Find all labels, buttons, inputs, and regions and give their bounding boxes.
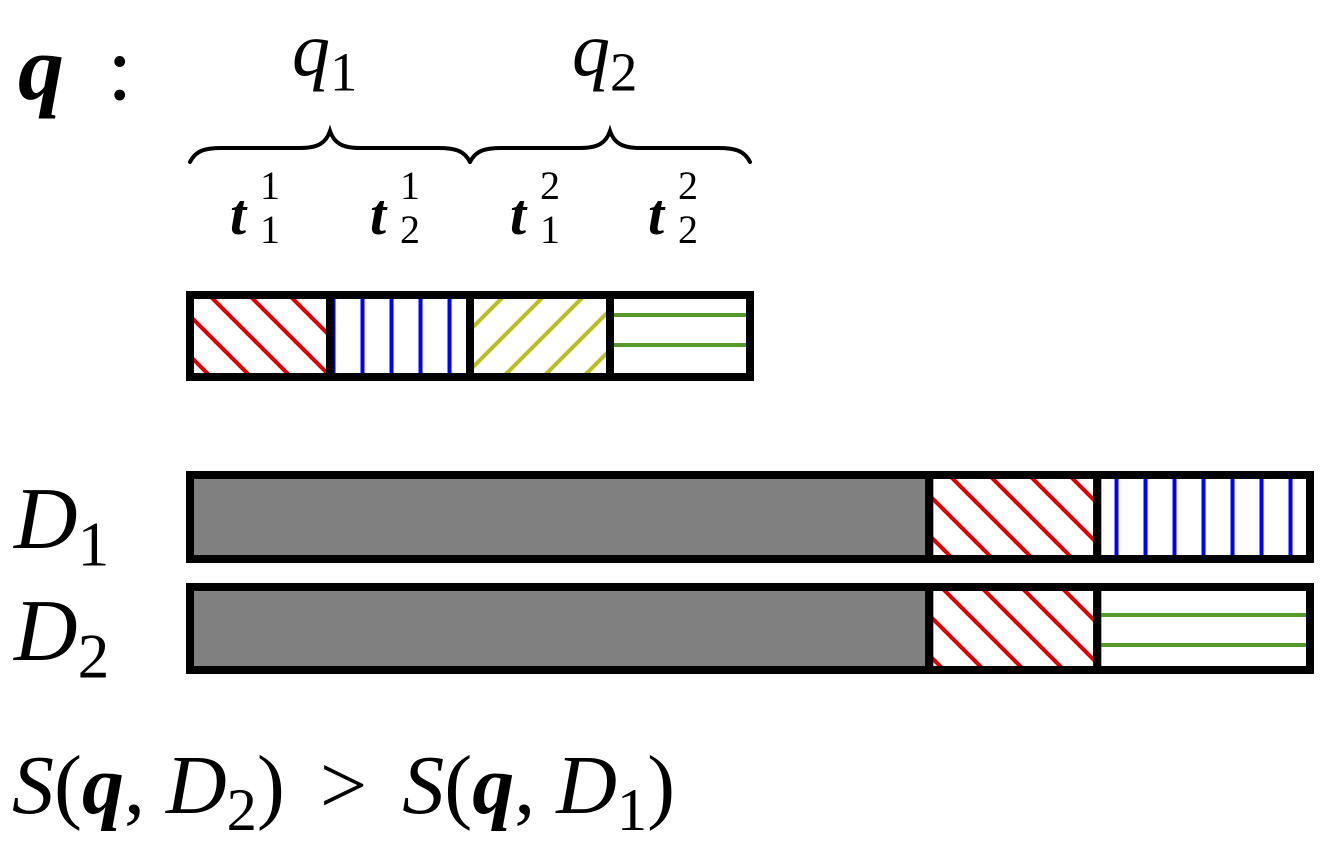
doc-label-index: 2 <box>77 621 110 692</box>
doc-lhs-index: 2 <box>226 776 257 844</box>
term-sup: 1 <box>400 163 420 208</box>
group-label-q2: q2 <box>572 12 637 100</box>
query-bar <box>186 291 754 381</box>
document-bars <box>186 471 1314 674</box>
brace-q2 <box>468 124 752 164</box>
score-fn-rhs: S <box>402 739 445 832</box>
group-label-base: q <box>572 8 610 92</box>
term-base: t <box>370 182 387 247</box>
doc-label-base: D <box>14 471 78 568</box>
doc2-term-segment-1 <box>925 583 1102 674</box>
term-base: t <box>230 182 247 247</box>
query-vector-rhs: q <box>472 739 515 832</box>
doc-rhs-index: 1 <box>616 776 648 844</box>
query-symbol: q <box>18 17 64 119</box>
query-term-cell-t2-2 <box>606 291 754 381</box>
term-sup: 2 <box>540 163 560 208</box>
group-label-index: 2 <box>610 41 638 103</box>
doc-label-index: 1 <box>77 509 110 580</box>
score-fn-lhs: S <box>12 739 54 832</box>
score-inequality: S(q, D2) > S(q, D1) <box>12 744 675 841</box>
term-sub: 2 <box>678 207 698 252</box>
query-symbol-row: q : <box>18 22 133 114</box>
query-term-cell-t1-1 <box>186 291 334 381</box>
query-colon: : <box>107 17 133 119</box>
term-sup: 1 <box>260 163 280 208</box>
paren-open: ( <box>444 739 473 832</box>
paren-close: ) <box>256 739 285 832</box>
doc2-term-segment-2 <box>1093 583 1314 674</box>
term-sup: 2 <box>678 163 698 208</box>
brace-q1 <box>188 124 472 164</box>
doc1-other-content-segment <box>186 471 934 563</box>
query-term-cell-t2-1 <box>326 291 474 381</box>
doc-lhs: D <box>165 739 227 832</box>
group-label-base: q <box>292 8 330 92</box>
doc1-term-segment-1 <box>925 471 1102 563</box>
comma: , <box>123 739 166 832</box>
doc-label-d2: D2 <box>14 588 109 689</box>
term-base: t <box>648 182 665 247</box>
term-sub: 1 <box>260 207 280 252</box>
doc-label-d1: D1 <box>14 476 109 577</box>
paren-close: ) <box>647 739 676 832</box>
query-vector-lhs: q <box>81 739 124 832</box>
comma: , <box>514 739 557 832</box>
doc-label-base: D <box>14 583 78 680</box>
query-term-cell-t1-2 <box>466 291 614 381</box>
doc-rhs: D <box>556 739 617 832</box>
term-base: t <box>510 182 527 247</box>
greater-than-operator: > <box>319 739 368 832</box>
term-sub: 1 <box>540 207 560 252</box>
paren-open: ( <box>54 739 82 832</box>
doc1-term-segment-2 <box>1093 471 1314 563</box>
group-label-q1: q1 <box>292 12 357 100</box>
group-label-index: 1 <box>330 41 358 103</box>
term-sub: 2 <box>400 207 420 252</box>
doc2-other-content-segment <box>186 583 934 674</box>
